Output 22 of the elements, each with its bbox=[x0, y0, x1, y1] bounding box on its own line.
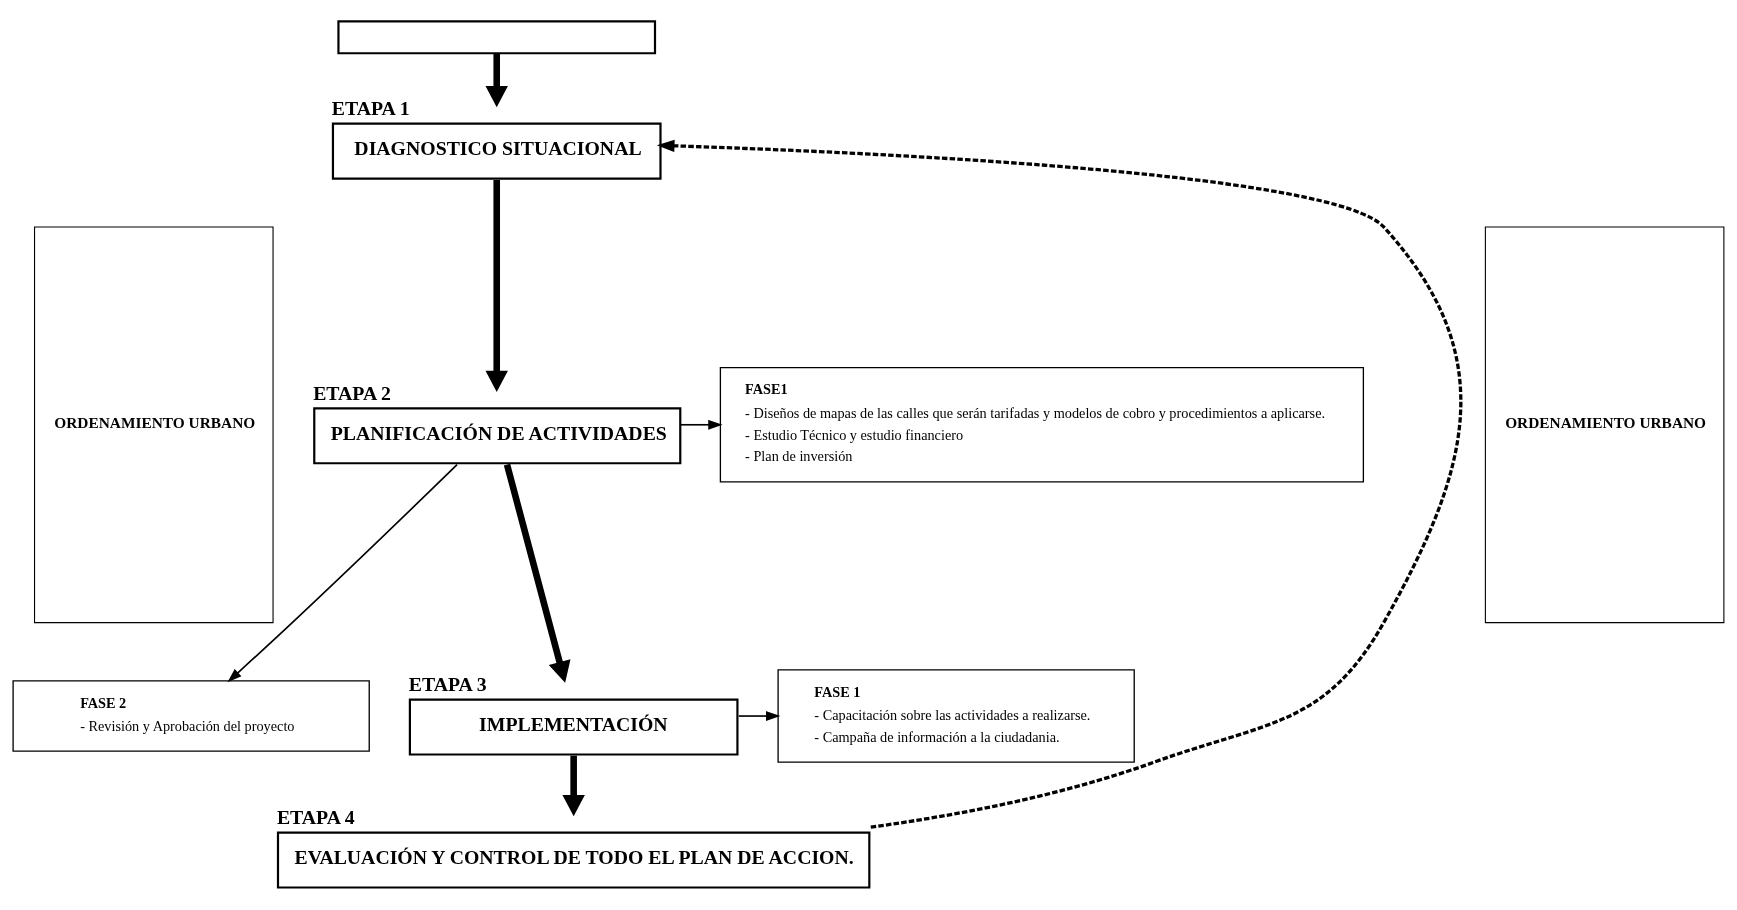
arrow bbox=[503, 463, 571, 683]
node-box bbox=[337, 20, 657, 55]
node-box: PLANIFICACIÓN DE ACTIVIDADES bbox=[313, 407, 682, 465]
arrow bbox=[656, 139, 1462, 829]
arrow bbox=[227, 463, 458, 683]
node-box: FASE 1 - Capacitación sobre las actividades a realizarse. - Campaña de información a la ciudadania. bbox=[777, 669, 1135, 763]
arrow bbox=[737, 711, 781, 722]
arrow bbox=[562, 755, 585, 817]
node-box: IMPLEMENTACIÓN bbox=[408, 698, 739, 756]
node-box: EVALUACIÓN Y CONTROL DE TODO EL PLAN DE ACCION. bbox=[276, 831, 871, 889]
node-box: ORDENAMIENTO URBANO bbox=[1484, 226, 1725, 624]
node-label: ETAPA 4 bbox=[276, 806, 355, 829]
node-label: ETAPA 1 bbox=[331, 97, 410, 120]
arrow bbox=[680, 419, 723, 430]
node-label: ETAPA 3 bbox=[408, 673, 487, 696]
node-box: DIAGNOSTICO SITUACIONAL bbox=[331, 122, 662, 180]
arrow bbox=[485, 179, 508, 393]
node-box: ORDENAMIENTO URBANO bbox=[34, 226, 274, 624]
node-box: FASE 2 - Revisión y Aprobación del proyecto bbox=[12, 680, 370, 752]
node-box: FASE1 - Diseños de mapas de las calles que serán tarifadas y modelos de cobro y procedimientos a aplicarse. - Estudio Técnico y estudio financiero - Plan de inversión bbox=[719, 366, 1365, 483]
arrow bbox=[485, 53, 508, 108]
node-label: ETAPA 2 bbox=[313, 381, 391, 404]
